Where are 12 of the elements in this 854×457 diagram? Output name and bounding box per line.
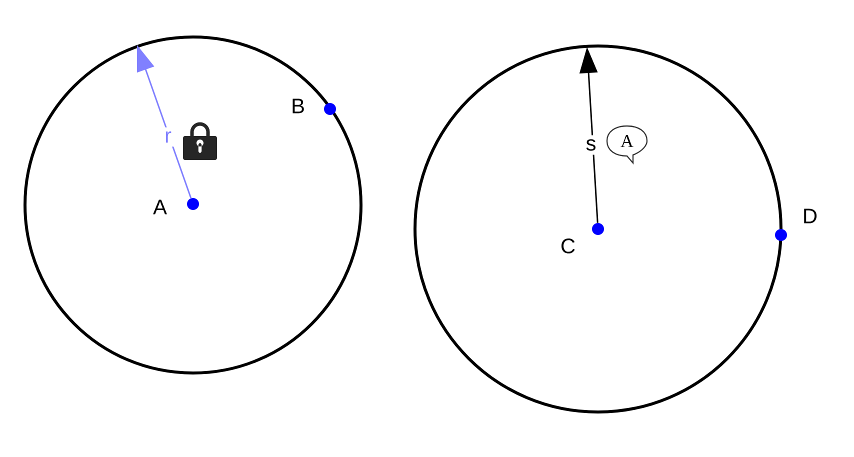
node-label: A — [153, 200, 167, 214]
node-label: B — [292, 98, 304, 114]
edge-label: r — [166, 131, 172, 143]
point: A — [153, 198, 199, 214]
circle — [24, 36, 362, 374]
point: D — [775, 208, 817, 241]
point: C — [561, 223, 604, 254]
circle — [414, 44, 782, 414]
node-label: D — [804, 208, 817, 224]
node-label: C — [561, 238, 575, 254]
point: B — [292, 98, 336, 115]
edge-label: s — [586, 139, 596, 151]
